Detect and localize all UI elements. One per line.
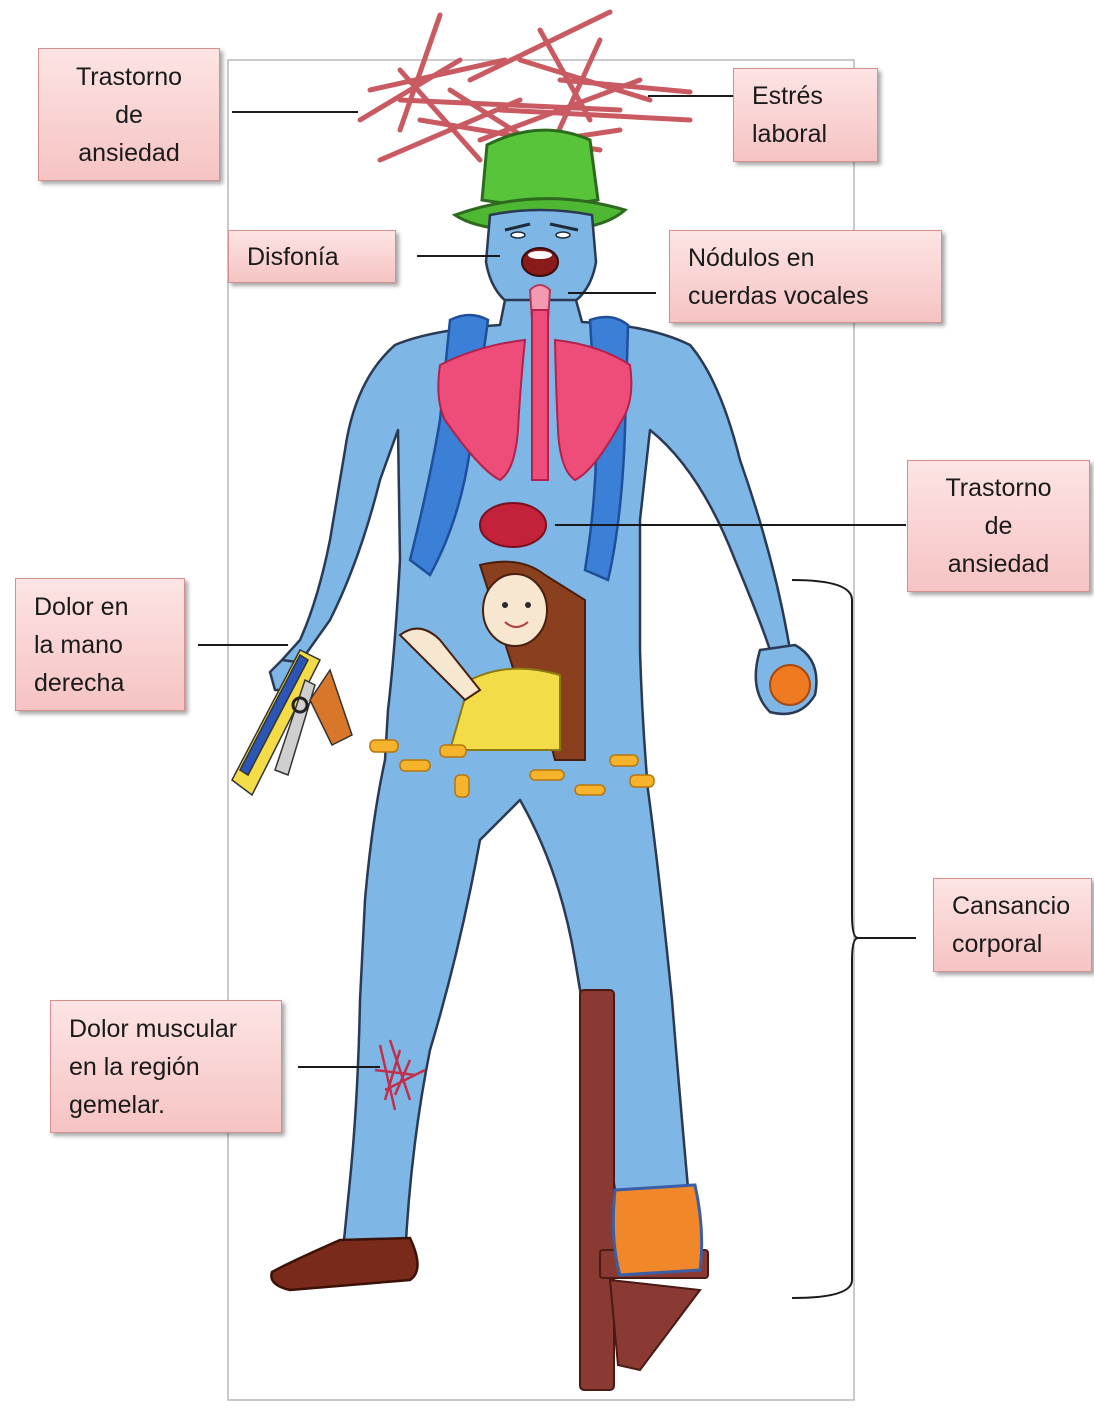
stomach-icon (480, 503, 546, 547)
label-anxiety-middle: Trastorno de ansiedad (907, 460, 1090, 592)
label-dysphonia: Disfonía (228, 230, 396, 283)
open-mouth-icon (522, 248, 558, 276)
label-vocal-nodules: Nódulos en cuerdas vocales (669, 230, 942, 323)
label-work-stress: Estrés laboral (733, 68, 878, 162)
label-calf-pain: Dolor muscular en la región gemelar. (50, 1000, 282, 1133)
label-body-fatigue: Cansancio corporal (933, 878, 1092, 972)
orange-icon (770, 665, 810, 705)
label-anxiety-top: Trastorno de ansiedad (38, 48, 220, 181)
label-right-hand-pain: Dolor en la mano derecha (15, 578, 185, 711)
boot-icon (613, 1185, 701, 1275)
